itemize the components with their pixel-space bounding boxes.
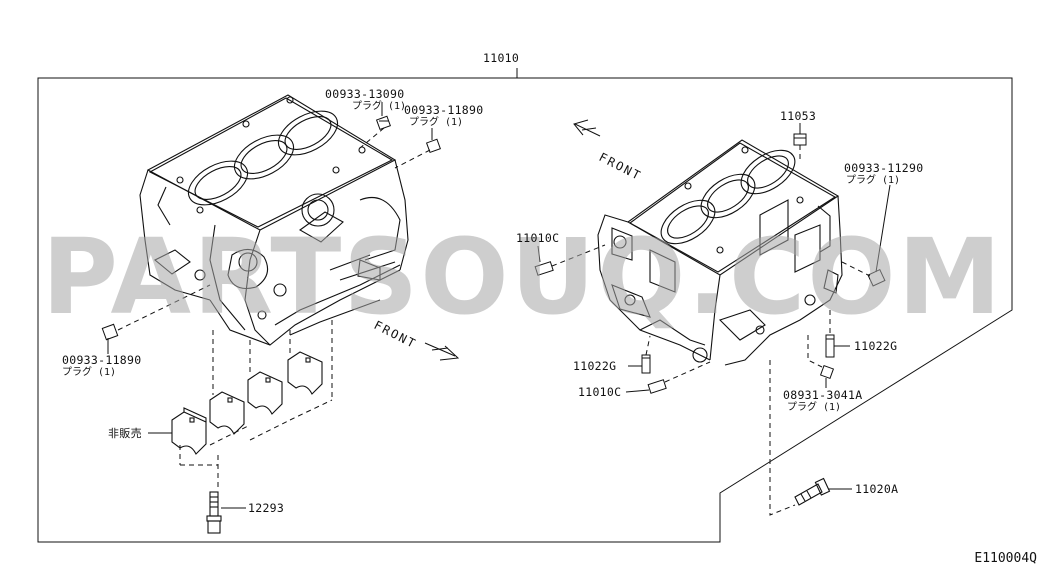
callout-part[interactable]: 11053: [780, 109, 817, 123]
cylinder-block-right: [597, 139, 843, 366]
callout-part[interactable]: 11022G: [854, 339, 898, 353]
callout-part[interactable]: 08931-3041A: [783, 388, 863, 402]
plug-11890-left-icon: [101, 323, 119, 341]
callout-part: 非販売: [108, 427, 142, 440]
dowel-11010c-upper-icon: [534, 261, 554, 276]
callout-note: プラグ (1): [62, 367, 117, 378]
callout-part[interactable]: 00933-11890: [62, 353, 142, 367]
callout-part[interactable]: 11020A: [855, 482, 899, 496]
plug-13090-icon: [375, 115, 391, 131]
dowel-11010c-lower-icon: [647, 379, 667, 394]
cylinder-block-left: [139, 94, 409, 346]
plug-3041a-icon: [819, 364, 835, 380]
callout-part[interactable]: 11010C: [516, 231, 560, 245]
bolt-11020a-icon: [794, 477, 831, 506]
callout-note: プラグ (1): [846, 175, 901, 186]
callout-part[interactable]: 12293: [248, 501, 285, 515]
callout-note: プラグ (1): [352, 101, 407, 112]
callout-part[interactable]: 00933-11290: [844, 161, 924, 175]
front-arrow-right-icon: [573, 119, 601, 137]
bearing-caps: [171, 351, 323, 455]
callout-part[interactable]: 11022G: [573, 359, 617, 373]
nut-11053-icon: [793, 133, 807, 146]
watermark: PARTSOUQ.COM: [41, 216, 1004, 338]
assembly-bracket: [37, 68, 1013, 543]
callout-part[interactable]: 00933-13090: [325, 87, 405, 101]
callout-part[interactable]: 11010C: [578, 385, 622, 399]
diagram-code: E110004Q: [974, 551, 1037, 566]
callout-note: プラグ (1): [409, 117, 464, 128]
front-arrow-left-icon: [424, 342, 460, 361]
pin-11022g-right-icon: [825, 334, 835, 358]
plug-11290-icon: [867, 268, 886, 287]
assembly-part-label[interactable]: 11010: [483, 51, 520, 65]
pin-11022g-left-icon: [641, 354, 651, 374]
callout-note: プラグ (1): [787, 402, 842, 413]
callout-part[interactable]: 00933-11890: [404, 103, 484, 117]
bolt-12293-icon: [206, 491, 222, 534]
plug-11890-top-icon: [425, 138, 441, 154]
